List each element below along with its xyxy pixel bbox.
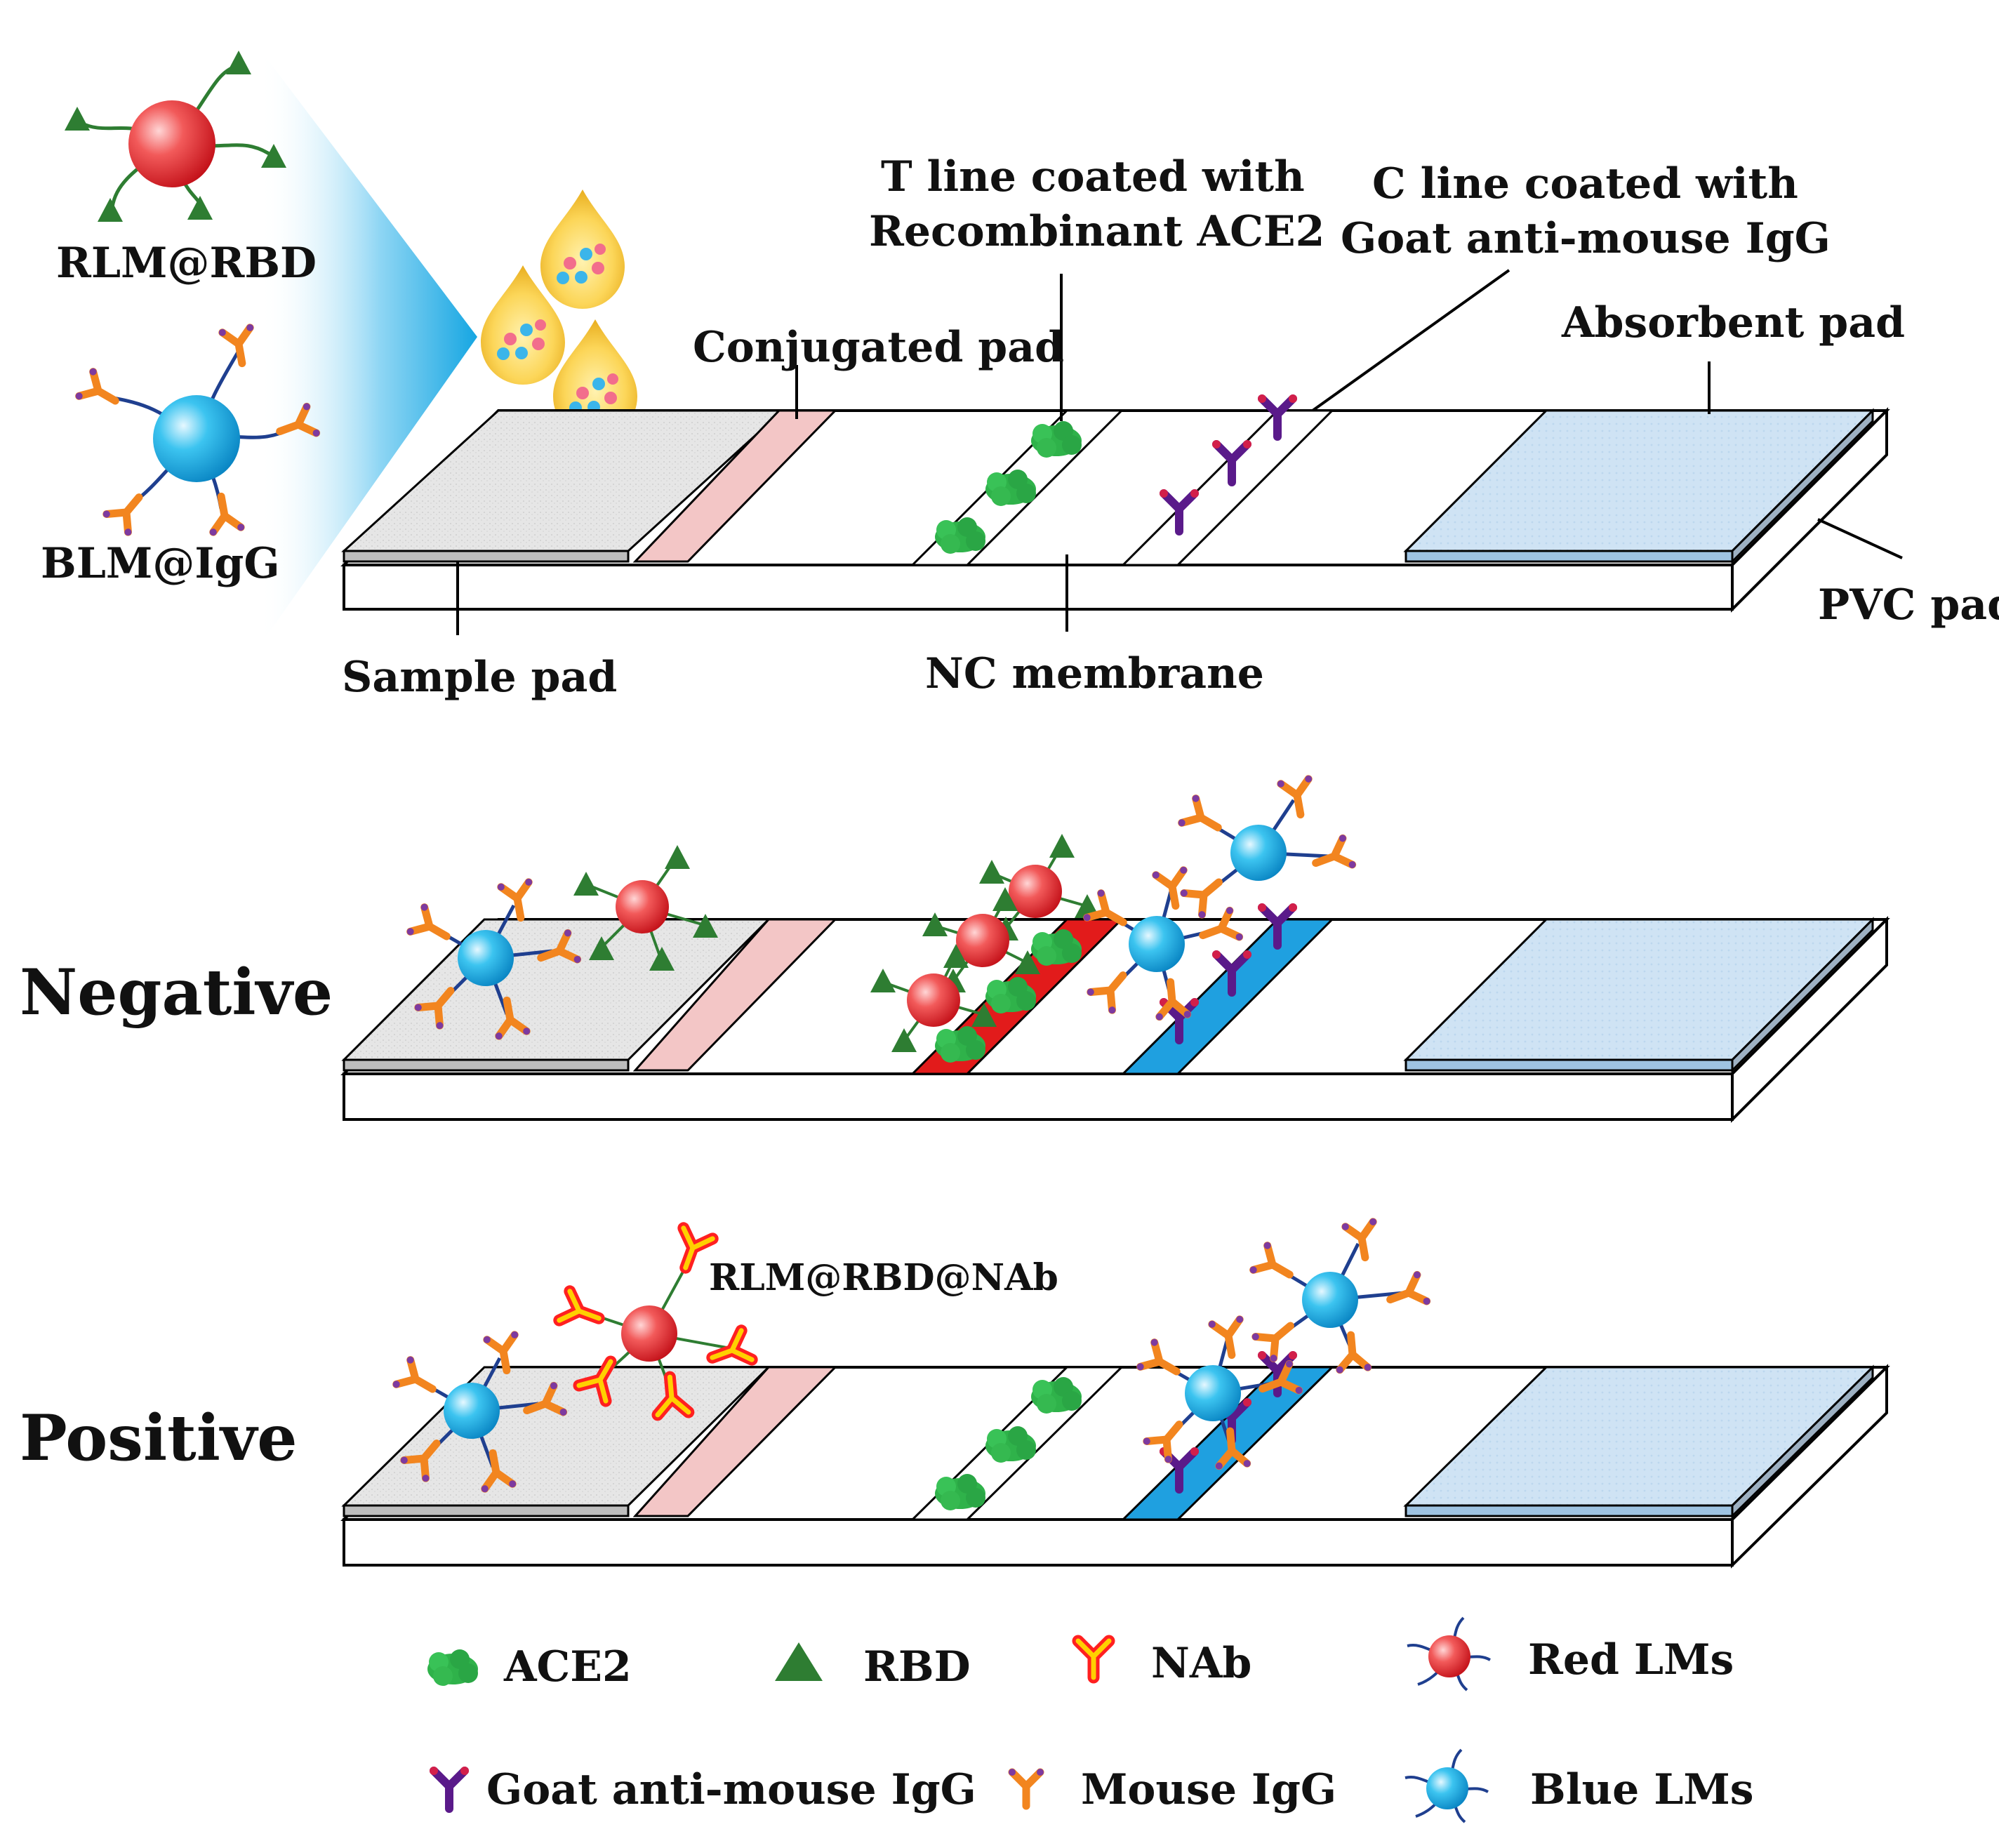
negative-t-line-red-lms bbox=[870, 834, 1100, 1052]
negative-strip bbox=[340, 903, 1890, 1123]
svg-text:Goat anti-mouse IgG: Goat anti-mouse IgG bbox=[486, 1765, 976, 1814]
svg-text:Red LMs: Red LMs bbox=[1528, 1635, 1734, 1684]
t-line-label-2: Recombinant ACE2 bbox=[869, 207, 1324, 256]
negative-panel: Negative bbox=[20, 775, 1890, 1123]
svg-text:NAb: NAb bbox=[1151, 1639, 1251, 1688]
legend-mouse-igg: Mouse IgG bbox=[1009, 1765, 1336, 1814]
positive-title: Positive bbox=[20, 1401, 297, 1475]
ace2-icon bbox=[427, 1649, 478, 1686]
nc-membrane-label: NC membrane bbox=[925, 649, 1264, 698]
conjugated-pad-label: Conjugated pad bbox=[693, 323, 1064, 372]
rlm-rbd-nab-complex bbox=[559, 1228, 752, 1415]
legend: ACE2 RBD NAb Red LMs Goat anti-mouse IgG… bbox=[427, 1616, 1754, 1823]
rlm-rbd-nab-label: RLM@RBD@NAb bbox=[709, 1256, 1058, 1299]
positive-panel: Positive bbox=[20, 1218, 1890, 1569]
pvc-pad-label: PVC pad bbox=[1818, 580, 1999, 630]
sample-droplets bbox=[481, 190, 637, 439]
top-strip bbox=[340, 394, 1890, 613]
positive-c-line-blue-lms bbox=[1136, 1218, 1431, 1470]
svg-text:RBD: RBD bbox=[863, 1642, 971, 1691]
rlm-rbd-particle bbox=[65, 51, 286, 222]
rbd-icon bbox=[775, 1642, 823, 1681]
leader-lines bbox=[456, 269, 1903, 635]
legend-rbd: RBD bbox=[775, 1642, 971, 1691]
rlm-rbd-label: RLM@RBD bbox=[56, 239, 317, 288]
t-line-label-1: T line coated with bbox=[881, 152, 1305, 201]
legend-blue-lms: Blue LMs bbox=[1404, 1748, 1754, 1823]
blm-igg-label: BLM@IgG bbox=[41, 539, 280, 588]
legend-goat-igg: Goat anti-mouse IgG bbox=[430, 1765, 976, 1814]
negative-title: Negative bbox=[20, 955, 333, 1030]
c-line-label-2: Goat anti-mouse IgG bbox=[1341, 214, 1831, 263]
c-line-label-1: C line coated with bbox=[1372, 159, 1798, 208]
negative-blue-lm bbox=[406, 878, 582, 1040]
absorbent-pad-label: Absorbent pad bbox=[1561, 298, 1905, 347]
legend-nab: NAb bbox=[1078, 1639, 1251, 1688]
legend-ace2: ACE2 bbox=[427, 1642, 632, 1691]
positive-strip bbox=[340, 1351, 1890, 1569]
negative-c-line-blue-lms bbox=[1082, 775, 1357, 1021]
svg-text:ACE2: ACE2 bbox=[503, 1642, 632, 1691]
negative-red-lm bbox=[573, 845, 718, 971]
reagent-beam bbox=[260, 49, 477, 646]
conjugated-pad bbox=[632, 409, 838, 563]
legend-red-lms: Red LMs bbox=[1407, 1616, 1734, 1691]
sample-pad-label: Sample pad bbox=[342, 653, 617, 702]
positive-blue-lm bbox=[392, 1331, 568, 1493]
blue-lm-icon bbox=[1426, 1767, 1468, 1809]
svg-text:Mouse IgG: Mouse IgG bbox=[1081, 1765, 1336, 1814]
nab-icon bbox=[1078, 1641, 1109, 1677]
svg-text:Blue LMs: Blue LMs bbox=[1530, 1765, 1754, 1814]
blm-igg-particle bbox=[74, 324, 321, 537]
top-panel: RLM@RBD BLM@IgG bbox=[41, 49, 1999, 702]
mouse-igg-icon bbox=[1009, 1769, 1044, 1806]
red-lm-icon bbox=[1428, 1635, 1470, 1677]
goat-anti-mouse-igg-icon bbox=[430, 1767, 469, 1809]
